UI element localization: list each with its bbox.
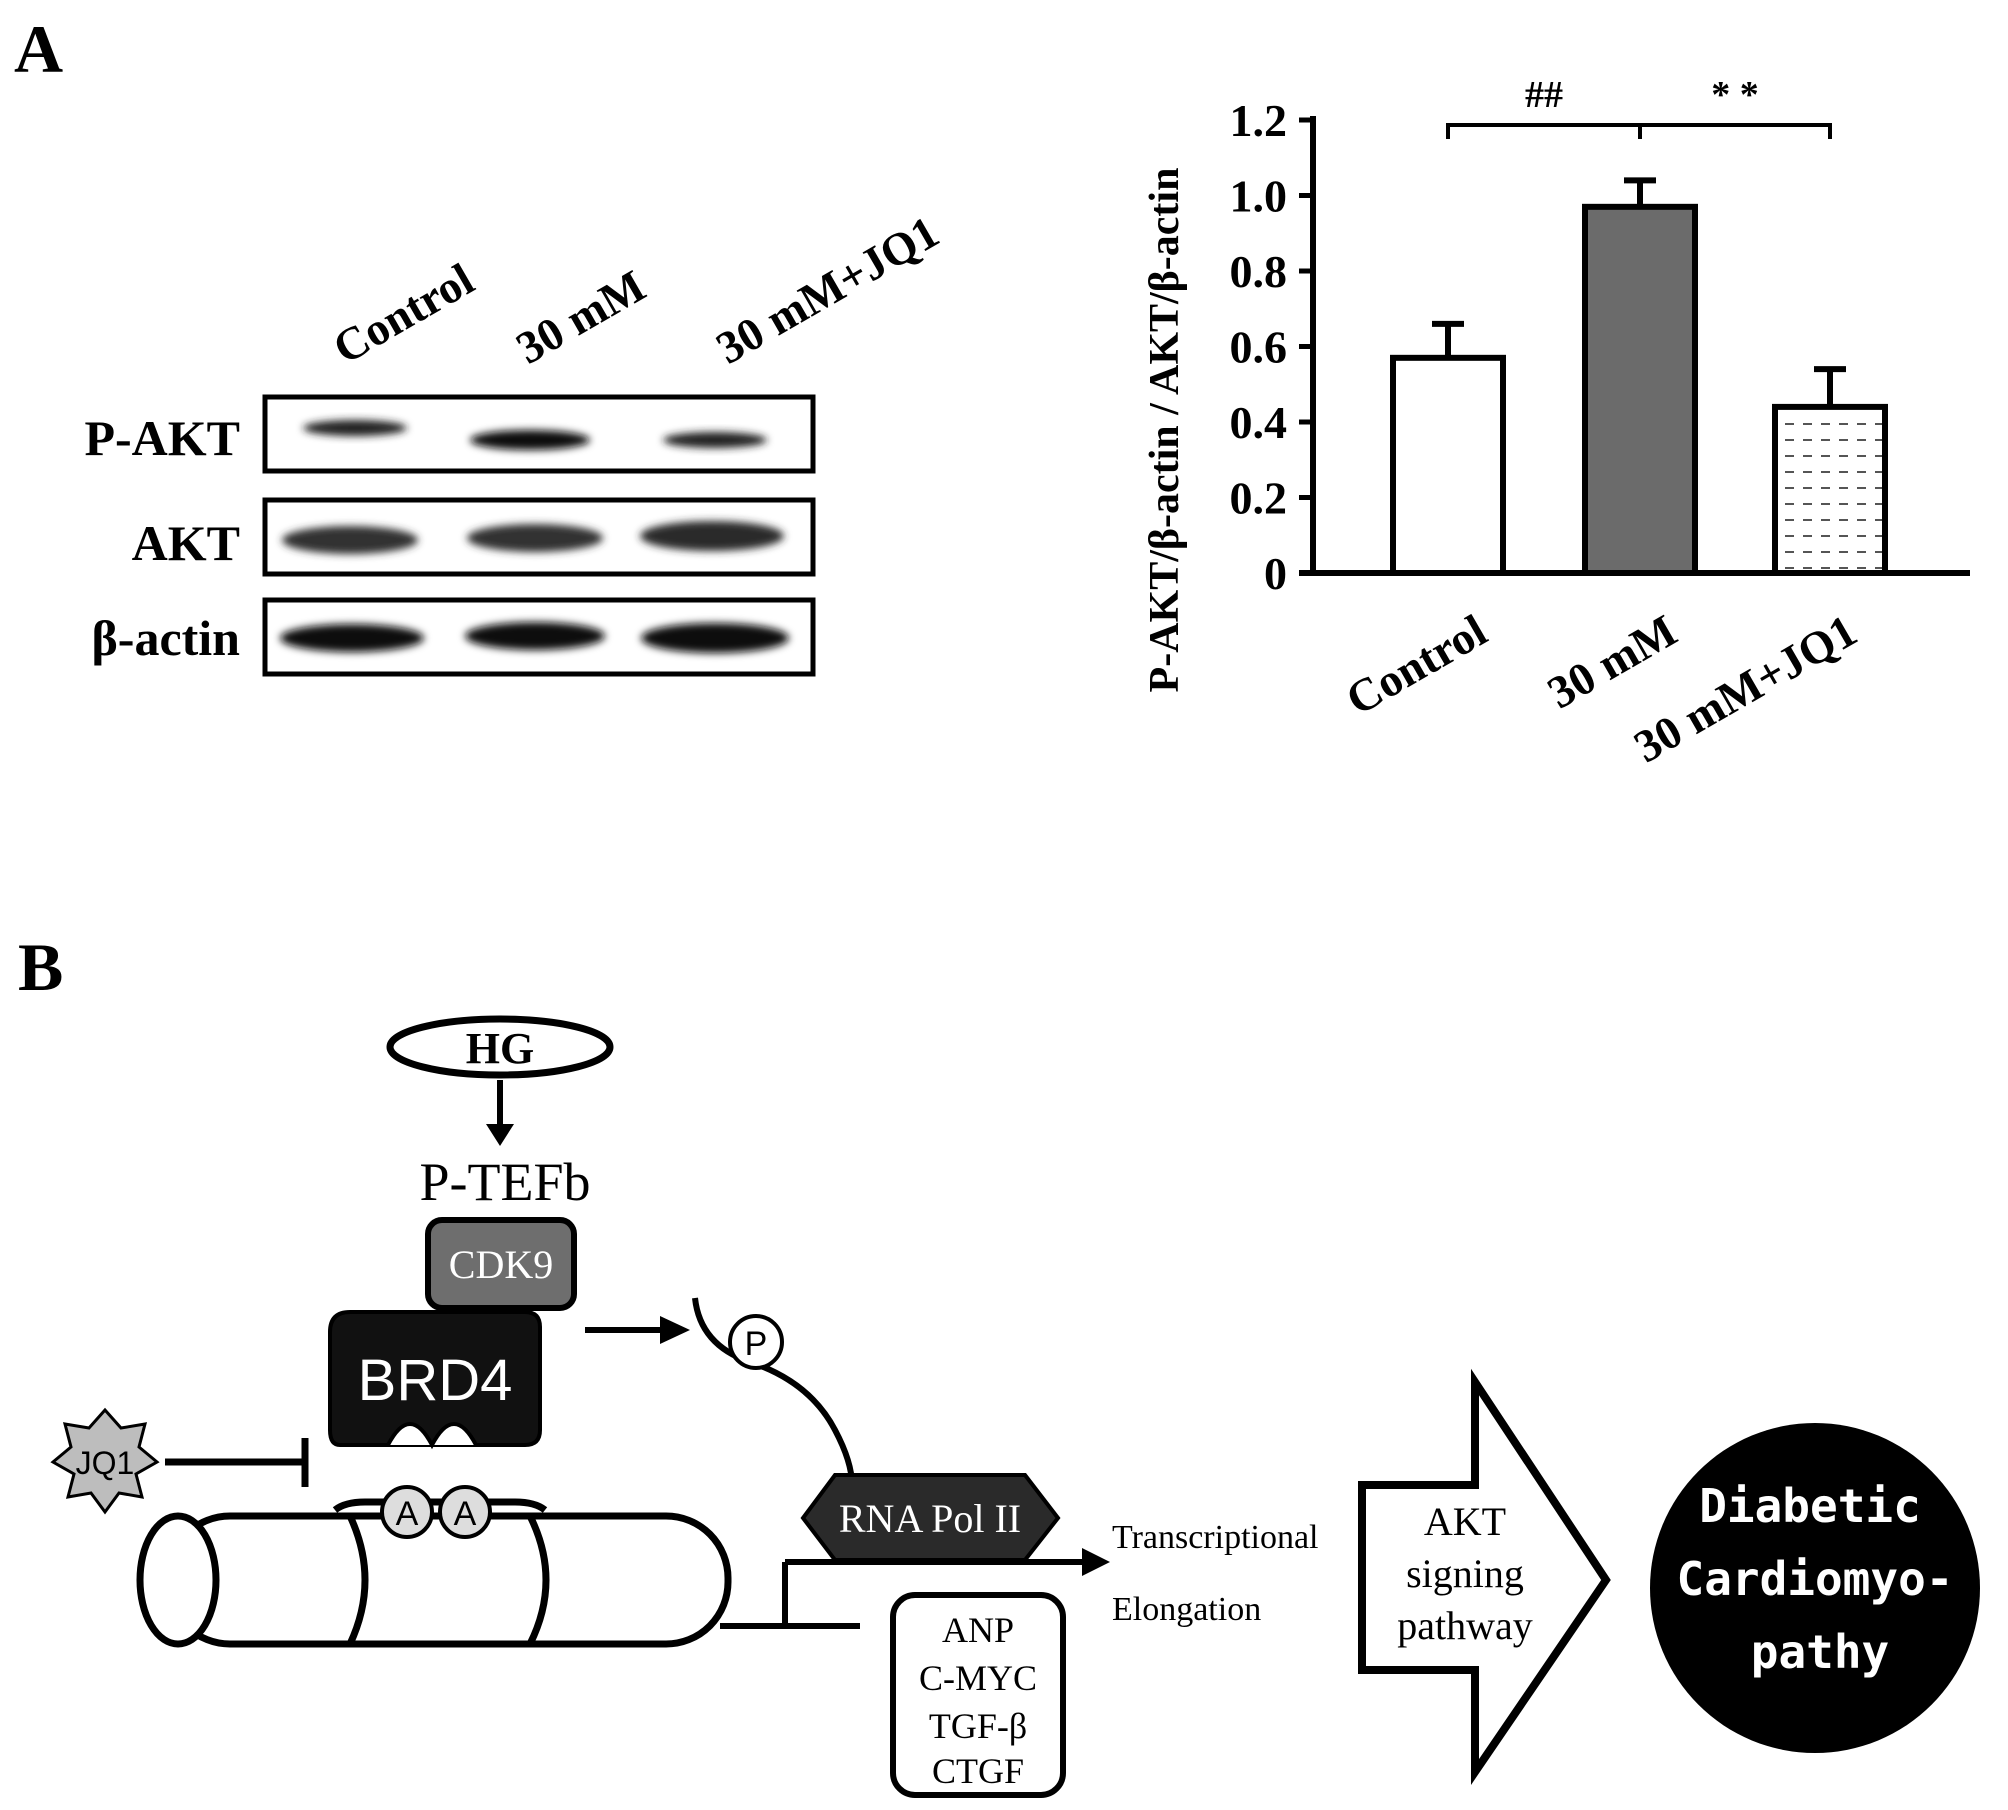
dcm-line-2: Cardiomyo- [1677,1552,1954,1606]
sig-label-1: ## [1525,74,1563,116]
y-tick-label: 0 [1264,548,1287,599]
blot-row-p-akt [262,394,816,474]
blot-row-b-actin [262,597,816,677]
rna-pol-node: RNA Pol II [800,1473,1061,1562]
gene-ctgf: CTGF [932,1751,1024,1791]
x-tick-label: 30 mM [1539,604,1685,718]
acetyl-a-2: A [438,1485,492,1539]
band [303,420,407,436]
gene-c-myc: C-MYC [919,1658,1037,1698]
y-tick-label: 0.8 [1230,246,1288,297]
brd4-arrow-head [660,1316,690,1344]
hg-label: HG [466,1024,534,1073]
y-tick-label: 0.2 [1230,473,1288,524]
hg-node: HG [386,1015,614,1079]
brd4-node: BRD4 [328,1310,542,1450]
brd4-label: BRD4 [358,1348,513,1413]
cdk9-node: CDK9 [425,1217,577,1311]
blot-label-akt: AKT [132,515,240,571]
akt-pathway-arrow: AKT signing pathway [1358,1368,1611,1785]
blot-label-p-akt: P-AKT [84,410,240,466]
gene-anp: ANP [942,1610,1014,1650]
acetyl-a-2-label: A [454,1495,477,1533]
bar-chart: P-AKT/β-actin / AKT/β-actin 0 0.2 0.4 0.6 0.… [1142,74,1970,772]
tss-arrow-head [1082,1548,1110,1576]
band [465,622,605,650]
band [663,432,767,448]
blot-label-b-actin: β-actin [91,610,240,666]
dcm-line-3: pathy [1751,1625,1889,1679]
x-tick-label: Control [1337,604,1495,724]
band [467,524,603,552]
jq1-label: JQ1 [76,1445,135,1481]
y-tick-label: 1.2 [1230,95,1288,146]
jq1-node: JQ1 [50,1407,160,1515]
akt-line-1: AKT [1424,1499,1506,1544]
band [641,623,789,653]
chart-y-axis-title: P-AKT/β-actin / AKT/β-actin [1142,168,1188,693]
band [280,624,424,652]
elongation-label: Elongation [1112,1591,1261,1628]
transcriptional-label: Transcriptional [1112,1519,1319,1556]
chart-bars [1390,177,1888,577]
gene-tgf-b: TGF-β [929,1706,1027,1746]
panel-letter-a: A [14,11,63,87]
dcm-line-1: Diabetic [1699,1479,1921,1533]
acetyl-a-1: A [380,1485,434,1539]
lane-label-control: Control [325,253,483,373]
bar-2 [1582,203,1698,576]
blot-lane-labels: Control 30 mM 30 mM+JQ1 [325,206,948,374]
chart-y-ticks: 0 0.2 0.4 0.6 0.8 1.0 1.2 [1230,95,1313,599]
y-tick-label: 0.4 [1230,397,1288,448]
band [282,526,418,554]
akt-line-2: signing [1406,1551,1524,1596]
phospho-label: P [745,1325,768,1363]
cdk9-label: CDK9 [449,1242,553,1287]
chart-axes [1299,116,1970,576]
dcm-node: Diabetic Cardiomyo- pathy [1650,1423,1980,1753]
acetyl-a-1-label: A [396,1495,419,1533]
gene-box: ANP C-MYC TGF-β CTGF [890,1592,1066,1798]
sig-bracket-2 [1638,123,1832,139]
sig-bracket-1 [1446,123,1642,139]
rna-pol-label: RNA Pol II [839,1496,1021,1541]
lane-label-30mm-jq1: 30 mM+JQ1 [708,206,948,374]
lane-label-30mm: 30 mM [508,260,654,374]
ptefb-label: P-TEFb [419,1152,590,1212]
y-tick-label: 1.0 [1230,171,1288,222]
y-tick-label: 0.6 [1230,322,1288,373]
panel-letter-b: B [18,929,63,1005]
chart-significance: ## * * [1446,74,1832,139]
sig-label-2: * * [1711,74,1759,116]
chromatin [136,1498,732,1648]
akt-line-3: pathway [1397,1603,1533,1648]
bar-3 [1772,403,1888,576]
ctd-tail [692,1297,855,1486]
phospho-node: P [728,1314,784,1370]
bar-1 [1390,354,1506,577]
blot-row-akt [262,497,816,577]
band [640,521,784,551]
band [470,430,590,450]
hg-arrow-head [486,1124,514,1146]
